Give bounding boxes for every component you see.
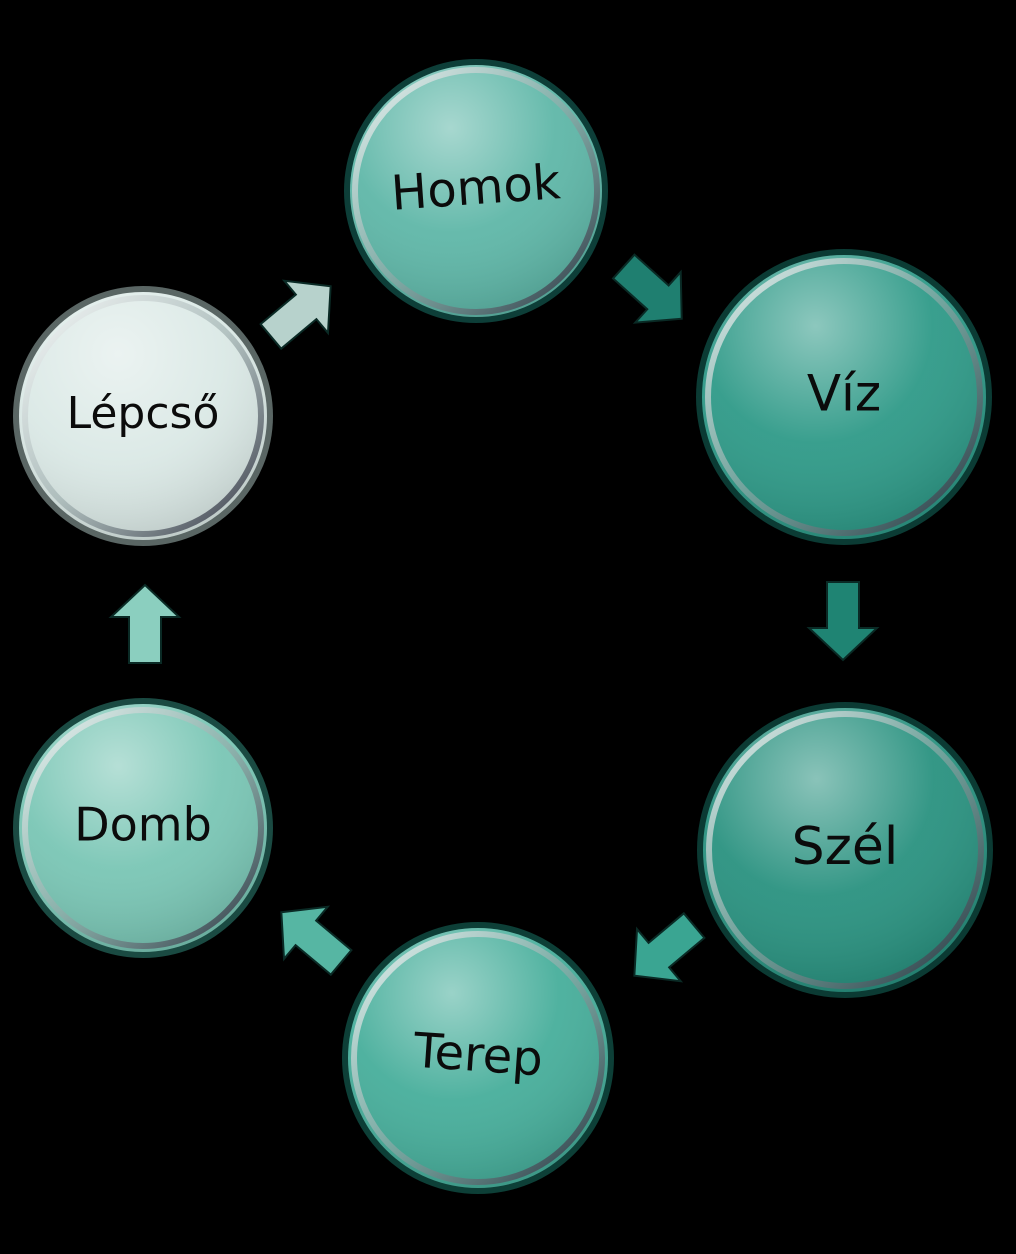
arrow-viz-to-szel-shape bbox=[806, 581, 880, 662]
arrow-szel-to-terep-shape bbox=[633, 911, 706, 983]
node-homok-label: Homok bbox=[389, 154, 562, 222]
arrow-lepcso-to-homok bbox=[259, 279, 332, 351]
node-lepcso: Lépcső bbox=[13, 286, 273, 546]
arrow-viz-to-szel bbox=[806, 581, 880, 662]
arrow-domb-to-lepcso-shape bbox=[108, 583, 182, 664]
node-terep-label: Terep bbox=[411, 1022, 545, 1087]
node-szel-label: Szél bbox=[792, 817, 899, 877]
node-lepcso-label: Lépcső bbox=[67, 388, 220, 439]
node-homok: Homok bbox=[344, 59, 608, 323]
arrow-terep-to-domb bbox=[280, 905, 353, 977]
node-domb: Domb bbox=[13, 698, 273, 958]
arrow-lepcso-to-homok-shape bbox=[259, 279, 332, 351]
arrow-homok-to-viz-shape bbox=[611, 253, 683, 324]
arrow-homok-to-viz bbox=[611, 253, 683, 324]
arrow-terep-to-domb-shape bbox=[280, 905, 353, 977]
arrow-domb-to-lepcso bbox=[108, 583, 182, 664]
node-domb-label: Domb bbox=[74, 798, 212, 852]
node-viz-label: Víz bbox=[807, 365, 881, 423]
node-terep: Terep bbox=[342, 922, 614, 1194]
node-viz: Víz bbox=[696, 249, 992, 545]
node-szel: Szél bbox=[697, 702, 993, 998]
arrow-szel-to-terep bbox=[633, 911, 706, 983]
